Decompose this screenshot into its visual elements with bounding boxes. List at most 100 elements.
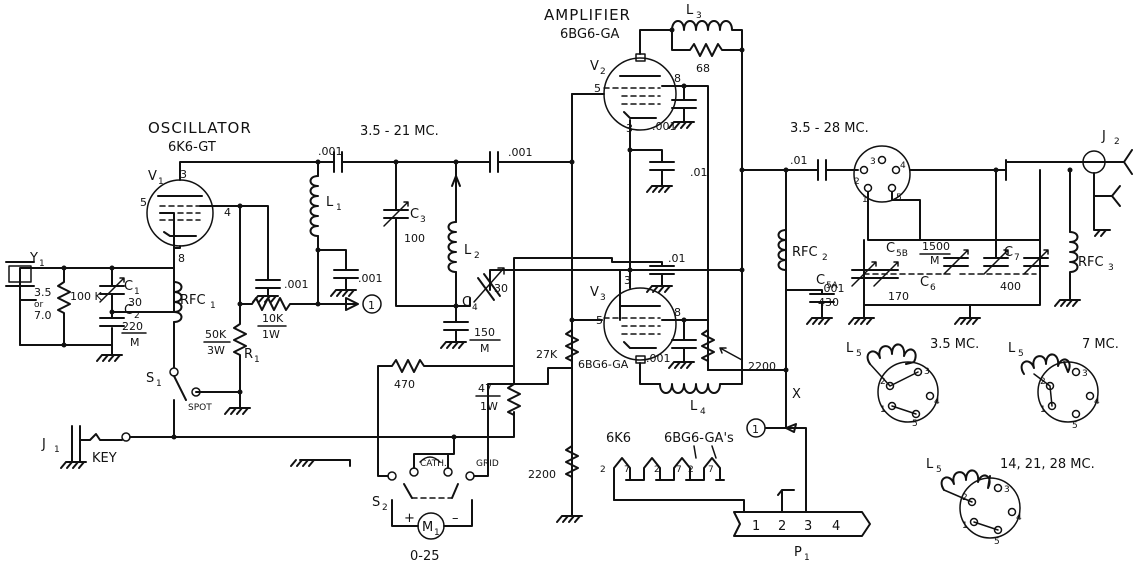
band-label-oscillator: 3.5 - 21 MC. [360,124,439,139]
svg-text:+: + [404,511,415,526]
coil-l4: L 4 [659,369,743,417]
svg-text:1: 1 [254,355,260,365]
capacitor-001-coupling-1: .001 [318,145,397,173]
svg-text:S: S [372,495,380,510]
capacitor-001-v3: .001 [646,339,697,369]
coil-socket-l5: 3 4 5 1 2 [853,145,911,205]
svg-text:7: 7 [708,465,714,475]
resistor-2200-grid: 2200 [528,445,579,481]
svg-text:2: 2 [654,465,660,475]
svg-text:3: 3 [180,168,187,181]
svg-text:3: 3 [1004,485,1010,495]
svg-text:2200: 2200 [528,468,556,481]
svg-text:6K6: 6K6 [606,431,631,446]
svg-text:1: 1 [804,553,810,563]
svg-text:J: J [1101,129,1106,144]
plug-p1: 1 2 3 4 P 1 [733,489,871,563]
svg-text:RFC: RFC [180,293,206,308]
capacitor-c3: C 3 100 [383,161,457,307]
coil-l5-14-21-28mc: L 5 3 4 5 1 2 14, 21, 28 MC. [926,457,1095,547]
svg-text:M: M [422,520,433,535]
svg-text:5: 5 [596,314,603,327]
svg-text:C: C [462,295,471,310]
svg-text:1: 1 [158,177,164,187]
svg-text:CATH.: CATH. [420,459,447,469]
svg-text:2: 2 [880,377,886,387]
svg-text:.001: .001 [508,146,533,159]
tube-v3: V 3 5 8 3 [590,274,681,364]
meter-m1: M 1 + – 0-25 [391,499,473,564]
svg-text:3: 3 [924,367,930,377]
resistor-100k: 100 K [57,267,102,346]
svg-text:430: 430 [818,296,839,309]
svg-text:14, 21, 28 MC.: 14, 21, 28 MC. [1000,457,1095,472]
svg-text:5: 5 [594,82,601,95]
svg-text:5: 5 [1072,421,1078,431]
coil-l3: L 3 [671,3,743,59]
svg-text:Y: Y [29,251,38,266]
v3-tube-type: 6BG6-GA [578,358,629,371]
svg-text:3: 3 [624,274,631,287]
svg-text:.001: .001 [652,120,677,133]
switch-s2-meter[interactable]: S 2 CATH. GRID [372,367,573,513]
svg-text:1: 1 [368,299,375,312]
svg-text:2: 2 [1040,377,1046,387]
resistor-27k: 27K [536,329,579,362]
svg-text:2: 2 [382,503,388,513]
capacitor-01-output: .01 [790,154,859,181]
svg-text:.001: .001 [318,145,343,158]
svg-text:5: 5 [936,465,942,475]
jack-j2-antenna[interactable]: J 2 [1005,129,1133,237]
svg-text:3: 3 [420,215,426,225]
svg-text:30: 30 [128,296,142,309]
svg-text:.001: .001 [820,282,845,295]
capacitor-150: 150 M [440,321,501,355]
capacitor-01-v3: .01 [646,252,686,293]
potentiometer-2200: 2200 [701,319,776,373]
svg-text:3: 3 [600,293,606,303]
svg-text:3: 3 [1108,263,1114,273]
crystal-y1: Y 1 3.5 or 7.0 [5,251,175,346]
svg-text:27K: 27K [536,348,558,361]
heater-wiring: 6K6 6BG6-GA's 2 7 2 7 2 7 [600,431,745,513]
capacitor-c5a: C 5A 430 [816,261,877,309]
svg-text:3: 3 [870,157,876,167]
svg-text:2: 2 [600,67,606,77]
svg-text:S: S [146,371,154,386]
capacitor-c1: C 1 30 [99,267,142,313]
svg-text:5A: 5A [826,281,839,291]
svg-text:3W: 3W [207,344,225,357]
svg-text:.01: .01 [790,154,808,167]
svg-text:L: L [464,243,472,258]
svg-text:5: 5 [912,419,918,429]
svg-text:100: 100 [404,232,425,245]
svg-text:1: 1 [862,195,868,205]
resistor-10k: 10K 1W [239,297,359,341]
svg-text:1: 1 [1040,405,1046,415]
svg-text:2: 2 [962,493,968,503]
svg-text:J: J [41,437,46,452]
svg-text:50K: 50K [205,328,227,341]
svg-text:.001: .001 [284,278,309,291]
svg-text:M: M [480,342,490,355]
svg-text:68: 68 [696,62,710,75]
svg-text:3.5: 3.5 [34,286,52,299]
capacitor-c4: C 4 30 [455,267,613,313]
coil-l5-3-5mc: L 5 3 4 5 1 2 3.5 MC. [846,337,979,429]
svg-text:8: 8 [674,306,681,319]
switch-s1-spot[interactable]: S 1 SPOT [146,367,241,438]
svg-text:5: 5 [994,537,1000,547]
amplifier-tube-type: 6BG6-GA [560,27,620,42]
jack-j1-key[interactable]: J 1 KEY [41,411,515,469]
svg-text:3: 3 [804,519,812,534]
svg-text:1: 1 [434,528,440,538]
svg-text:4: 4 [900,161,906,171]
svg-text:4: 4 [934,397,940,407]
capacitor-c7: C 7 400 [983,245,1049,293]
svg-text:30: 30 [494,282,508,295]
svg-text:10K: 10K [262,312,284,325]
svg-text:M: M [130,336,140,349]
resistor-r1: 50K 3W R 1 [203,205,260,393]
capacitor-001-l1: .001 [330,269,383,297]
svg-text:5: 5 [856,349,862,359]
